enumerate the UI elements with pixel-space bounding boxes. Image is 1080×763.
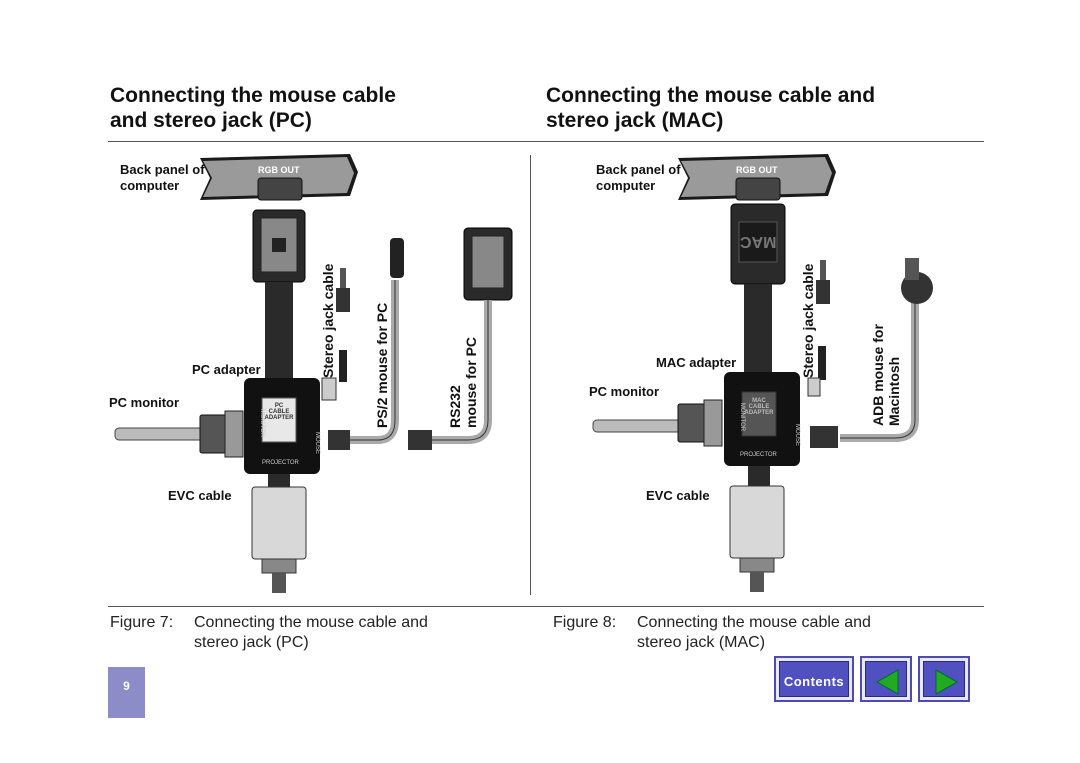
figure-7-text: Connecting the mouse cable and stereo ja… [194, 614, 428, 651]
right-monitor-port: MONITOR [739, 402, 746, 432]
contents-button[interactable]: Contents [774, 656, 854, 702]
right-stereo-jack-label: Stereo jack cable [800, 263, 816, 378]
left-projector-port: PROJECTOR [262, 460, 299, 466]
right-back-panel-line2: computer [596, 178, 656, 193]
right-back-panel-shape [678, 154, 836, 201]
left-heading-line2: and stereo jack (PC) [110, 109, 312, 132]
left-heading: Connecting the mouse cable and stereo ja… [110, 83, 510, 133]
center-divider [530, 155, 531, 595]
mac-plug-label: MAC [740, 233, 777, 250]
left-pc-monitor-label: PC monitor [109, 395, 180, 410]
right-rgb-out-label: RGB OUT [736, 165, 778, 175]
right-projector-port: PROJECTOR [740, 452, 777, 458]
contents-label: Contents [783, 674, 845, 689]
figure-7-caption: Figure 7: Connecting the mouse cable and… [110, 613, 490, 657]
right-triangle-icon [935, 669, 959, 695]
right-diagram [592, 154, 933, 592]
right-back-panel-label: Back panel of computer [596, 162, 681, 194]
left-back-panel-line1: Back panel of [120, 162, 205, 177]
next-page-button[interactable] [918, 656, 970, 702]
left-rgb-out-label: RGB OUT [258, 165, 300, 175]
back-panel-shape [200, 154, 358, 201]
mac-adapter-label: MAC adapter [656, 355, 737, 370]
right-evc-cable-label: EVC cable [646, 488, 710, 503]
right-heading-line1: Connecting the mouse cable and [546, 84, 876, 107]
figure-8-label: Figure 8: [553, 614, 617, 631]
adb-line1: ADB mouse for [870, 324, 886, 426]
pc-adapter-text: PC CABLE ADAPTER [264, 403, 294, 421]
top-rule [108, 141, 984, 142]
contents-button-face: Contents [779, 661, 849, 697]
left-evc-cable-label: EVC cable [168, 488, 232, 503]
adb-mouse-label: ADB mouse for Macintosh [870, 324, 902, 426]
previous-page-button[interactable] [860, 656, 912, 702]
left-back-panel-label: Back panel of computer [120, 162, 205, 194]
figure-7-label: Figure 7: [110, 614, 174, 631]
previous-page-face [865, 661, 907, 697]
right-pc-monitor-label: PC monitor [589, 384, 660, 399]
page-number-box: 9 [108, 667, 145, 718]
right-back-panel-line1: Back panel of [596, 162, 681, 177]
right-mouse-port: MOUSE [794, 423, 801, 447]
adb-line2: Macintosh [886, 356, 902, 426]
page-number: 9 [123, 679, 130, 693]
left-back-panel-line2: computer [120, 178, 180, 193]
figure-8-text: Connecting the mouse cable and stereo ja… [637, 614, 871, 651]
left-diagram [114, 154, 513, 593]
mac-adapter-text: MAC CABLE ADAPTER [744, 398, 774, 416]
right-heading-line2: stereo jack (MAC) [546, 109, 724, 132]
figure-8-caption: Figure 8: Connecting the mouse cable and… [553, 613, 933, 657]
next-page-face [923, 661, 965, 697]
bottom-rule [108, 606, 984, 607]
right-heading: Connecting the mouse cable and stereo ja… [546, 83, 966, 133]
left-heading-line1: Connecting the mouse cable [110, 84, 396, 107]
pc-adapter-label: PC adapter [192, 362, 261, 377]
left-triangle-icon [875, 669, 899, 695]
